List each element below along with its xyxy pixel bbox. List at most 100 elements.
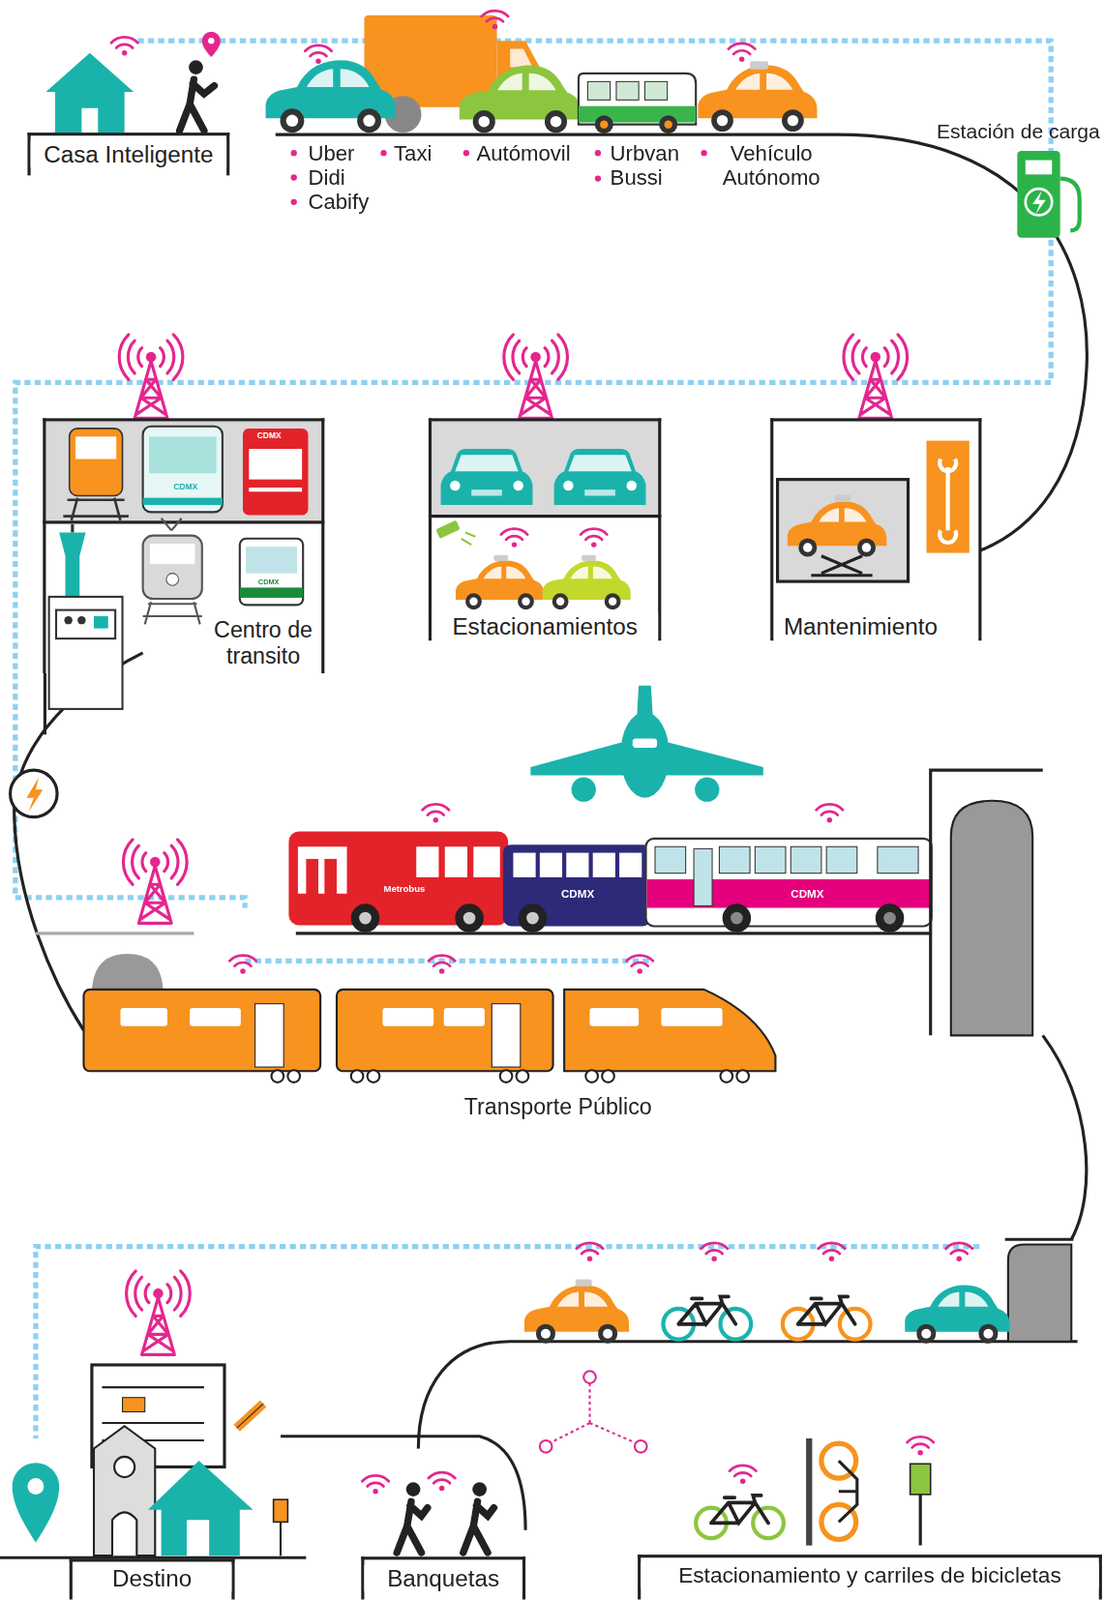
transit-center-art-part xyxy=(166,573,180,587)
train-part xyxy=(660,1008,722,1027)
buses-part xyxy=(722,903,752,933)
box-label: Destino xyxy=(72,1565,233,1593)
train-part xyxy=(229,955,256,975)
pedestrians-part xyxy=(428,1472,455,1492)
text-label: Urbvan xyxy=(610,141,680,166)
train-part xyxy=(119,1008,168,1027)
train-part xyxy=(428,955,455,975)
vehicles-bottom-part xyxy=(575,1279,593,1286)
transit-center-art-part xyxy=(42,520,325,524)
transit-center-art-part xyxy=(143,536,203,599)
destination-art-part xyxy=(27,1478,44,1495)
maintenance-art-part xyxy=(787,501,888,557)
bike-parking-art xyxy=(695,1436,934,1546)
label-box: Centro de transito xyxy=(42,417,325,674)
road-line xyxy=(0,134,1087,1558)
transit-center-art-part xyxy=(75,436,117,459)
buses-part xyxy=(358,912,372,925)
box-label: Estacionamiento y carriles de bicicletas xyxy=(640,1563,1099,1589)
vehicles-top-part xyxy=(509,49,533,68)
buses-part xyxy=(445,846,468,878)
destination-art xyxy=(12,1365,289,1556)
vehicles-bottom-part xyxy=(904,1284,1010,1343)
train-part-part xyxy=(271,1070,285,1083)
buses-part xyxy=(655,846,687,873)
vehicles-bottom-part xyxy=(662,1296,751,1340)
transit-center-art xyxy=(42,421,325,710)
antenna-tower-part xyxy=(504,334,568,418)
transit-center-art-part xyxy=(248,487,302,492)
vehicles-top-part xyxy=(266,59,396,133)
buses xyxy=(288,804,931,933)
box-label: Estacionamientos xyxy=(431,612,658,640)
charging-station-part xyxy=(1032,190,1046,214)
person-part xyxy=(202,31,221,58)
connectivity-line xyxy=(15,40,1051,1439)
transit-center-art-part xyxy=(70,524,74,533)
text-label: Bussi xyxy=(610,165,663,190)
destination-art-part xyxy=(279,1521,282,1556)
bullet-part xyxy=(700,149,707,156)
box-label: Mantenimiento xyxy=(783,612,938,640)
text-label: Cabify xyxy=(307,189,369,214)
airplane-part xyxy=(571,777,597,803)
vehicles-top-part xyxy=(663,119,672,128)
buses-part xyxy=(539,853,563,878)
transit-center-art-part xyxy=(49,596,123,710)
destination-art-part xyxy=(148,1461,254,1556)
maintenance-art-part xyxy=(926,441,970,554)
network-symbol xyxy=(539,1371,648,1453)
destination-art-part xyxy=(237,1403,264,1429)
vehicles-top-part xyxy=(728,43,755,62)
transit-center-art-part xyxy=(59,532,86,597)
vehicles-top-part xyxy=(304,45,331,64)
tunnel-part xyxy=(1005,1238,1075,1242)
label-box: Casa Inteligente xyxy=(27,132,230,176)
vehicles-top-part xyxy=(644,81,667,100)
bike-parking-art-part xyxy=(729,1465,756,1485)
text-label: CDMX xyxy=(790,887,824,900)
pedestrians-part xyxy=(463,1482,495,1553)
parking-art-part xyxy=(501,529,528,548)
person-part-part xyxy=(188,59,204,75)
buses-part xyxy=(754,846,786,873)
bike-parking-art-part xyxy=(695,1495,784,1539)
train-part xyxy=(271,1070,750,1083)
transit-center-art-part xyxy=(143,601,203,625)
transit-center-art-part xyxy=(149,436,217,474)
parking-art-part xyxy=(542,560,631,610)
pedestrians-part xyxy=(396,1482,428,1553)
buses-part xyxy=(512,853,536,878)
buses-part xyxy=(877,846,919,873)
vehicles-bottom-part xyxy=(782,1296,871,1340)
lightning-node-part xyxy=(10,770,59,818)
lightning-node-part xyxy=(26,777,43,813)
transit-center-art-part xyxy=(56,610,116,640)
bullet-part xyxy=(595,149,601,156)
vehicles-top-part xyxy=(459,64,581,133)
train-part-part xyxy=(601,1070,615,1083)
road-line-part xyxy=(43,673,47,735)
vehicles-top-part xyxy=(599,119,608,128)
lightning-node xyxy=(10,770,59,818)
smart-home xyxy=(45,36,138,133)
road-line-part xyxy=(417,1342,1077,1450)
buses-part xyxy=(619,853,642,878)
person-part xyxy=(179,59,215,131)
buses-part xyxy=(718,846,750,873)
destination-art-part xyxy=(12,1462,60,1543)
vehicles-top-part xyxy=(697,64,817,132)
antenna-tower-part xyxy=(119,334,183,418)
charging-station xyxy=(1016,150,1079,239)
transit-center-art-part xyxy=(77,616,86,625)
vehicles-bottom-part xyxy=(576,1243,603,1262)
buses-part xyxy=(826,846,858,873)
airplane-part xyxy=(632,738,657,747)
text-label: CDMX xyxy=(257,431,282,442)
transit-center-art-part xyxy=(45,421,322,521)
buses-part xyxy=(790,846,822,873)
bullet-part xyxy=(595,175,601,181)
vehicles-bottom-part xyxy=(524,1284,629,1343)
buses-part xyxy=(351,903,381,933)
destination-art-part xyxy=(112,1512,137,1556)
